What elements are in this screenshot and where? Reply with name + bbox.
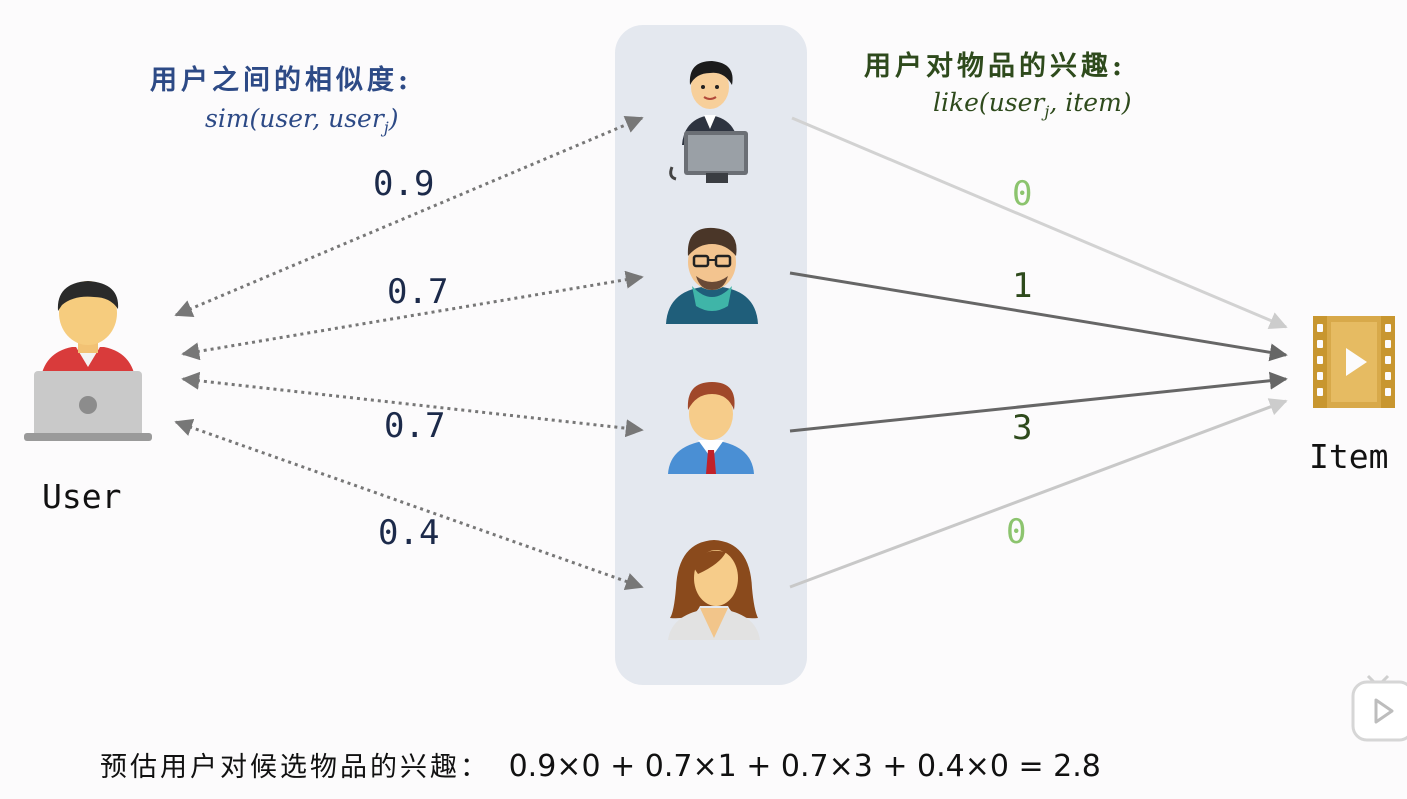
woman-icon [668,540,760,640]
like-arrow-4 [789,398,1288,589]
desk-worker-icon [669,61,748,183]
like-value-1: 0 [1012,174,1033,214]
like-arrow-1 [791,116,1288,329]
like-arrow-2 [789,271,1288,362]
similarity-value-1: 0.9 [373,164,435,204]
sim-arrow-4 [174,418,644,591]
interest-formula-close: , item) [1049,88,1132,117]
similarity-title: 用户之间的相似度: [150,65,412,96]
interest-formula: like(userj, item) [933,88,1132,121]
bottom-computation: 预估用户对候选物品的兴趣： 0.9×0 + 0.7×1 + 0.7×3 + 0.… [100,745,1101,784]
item-label: Item [1309,437,1389,476]
like-value-2: 1 [1012,266,1033,306]
similarity-formula-close: ) [388,104,399,133]
like-arrow-3 [789,371,1288,433]
interest-title: 用户对物品的兴趣: [864,51,1126,82]
film-item-icon [1313,316,1395,408]
interest-formula-main: like(user [933,88,1045,117]
bottom-prefix: 预估用户对候选物品的兴趣： [100,752,490,783]
similarity-formula: sim(user, userj) [205,104,399,137]
video-play-icon[interactable] [1350,670,1407,744]
bottom-equation: 0.9×0 + 0.7×1 + 0.7×3 + 0.4×0 = 2.8 [508,749,1101,784]
sim-arrow-2 [181,270,644,361]
similarity-formula-sub: j [383,118,389,137]
similarity-value-2: 0.7 [387,272,449,312]
user-label: User [42,477,122,516]
glasses-man-icon [666,227,758,324]
interest-formula-sub: j [1044,102,1050,121]
similarity-value-4: 0.4 [378,513,440,553]
similarity-value-3: 0.7 [384,406,446,446]
similarity-formula-main: sim(user, user [205,104,384,133]
like-value-4: 0 [1006,512,1027,552]
like-value-3: 3 [1012,408,1033,448]
laptop-user-icon [24,281,152,441]
tie-man-icon [668,382,754,474]
